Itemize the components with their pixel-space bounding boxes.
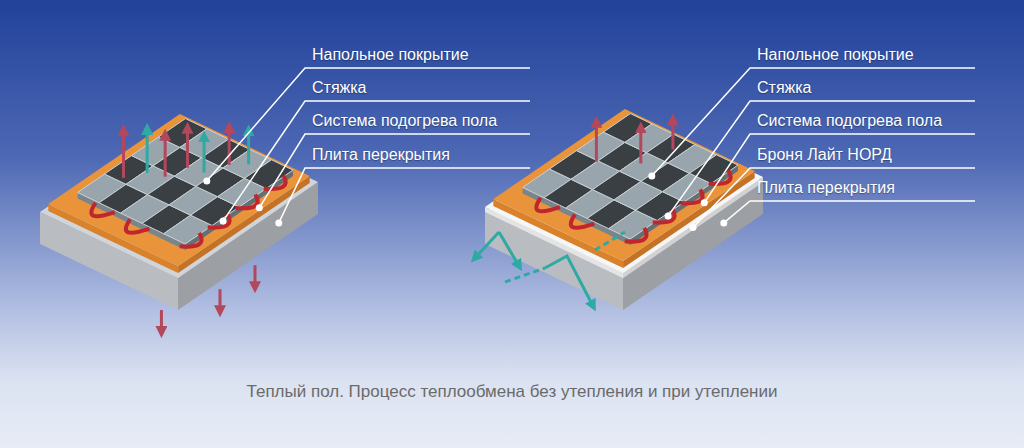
leader-dot <box>720 219 727 226</box>
leader-dot <box>220 218 227 225</box>
heat-flow-arrow <box>228 127 231 165</box>
heating-pipe <box>571 214 595 227</box>
leader-dot <box>690 224 697 231</box>
heat-flow-arrow <box>186 128 189 168</box>
leader-line <box>207 68 530 181</box>
leader-dot <box>648 173 655 180</box>
heat-flow-arrow <box>160 310 163 332</box>
layer-label: Напольное покрытие <box>757 45 914 65</box>
heat-flow-arrow <box>499 232 519 266</box>
heat-flow-arrow <box>203 136 206 172</box>
heat-flow-arrow <box>219 289 222 311</box>
leader-line <box>223 101 530 221</box>
heat-flow-arrow <box>247 130 250 164</box>
heating-pipe <box>625 228 647 242</box>
floor-slab <box>485 109 763 310</box>
heat-flow-arrow <box>595 122 598 162</box>
leader-line <box>279 168 530 223</box>
leader-dot <box>256 204 263 211</box>
leader-dot <box>203 178 210 185</box>
heat-flow-arrow <box>122 130 125 178</box>
leader-line <box>693 168 975 228</box>
heat-flow-arrow <box>146 129 149 173</box>
heating-pipe <box>126 219 150 232</box>
heat-flow-arrow <box>595 232 625 250</box>
heat-flow-arrow <box>639 127 642 163</box>
heat-flow-arrow <box>545 256 593 306</box>
heat-flow-arrow <box>475 232 499 258</box>
heating-pipe <box>681 190 703 204</box>
layer-label: Стяжка <box>312 78 367 98</box>
floor-covering <box>78 119 293 250</box>
leader-line <box>652 68 975 176</box>
layer-label: Стяжка <box>757 78 812 98</box>
leader-line <box>259 134 530 208</box>
heating-pipe <box>536 198 560 211</box>
heating-layer <box>493 109 754 268</box>
heating-layer <box>48 114 309 273</box>
leader-dot <box>701 199 708 206</box>
layer-label: Напольное покрытие <box>312 45 469 65</box>
layer-label: Плита перекрытия <box>312 145 450 165</box>
heating-pipe <box>180 233 202 247</box>
layer-label: Система подогрева пола <box>757 111 942 131</box>
floor-tile <box>690 155 739 184</box>
heating-pipe <box>91 203 115 216</box>
layer-label: Система подогрева пола <box>312 111 497 131</box>
floor-covering <box>523 114 738 245</box>
layer-label: Броня Лайт НОРД <box>757 145 892 165</box>
caption: Теплый пол. Процесс теплообмена без утеп… <box>0 381 1024 403</box>
leader-dot <box>275 219 282 226</box>
heat-flow-arrow <box>254 265 257 287</box>
leader-line <box>668 101 975 216</box>
leader-lines <box>203 68 975 231</box>
heat-flow-arrow <box>164 135 167 177</box>
heating-pipe <box>709 170 731 184</box>
layer-label: Плита перекрытия <box>757 178 895 198</box>
heat-flow-arrow <box>505 268 545 282</box>
heat-flow-arrow <box>671 120 674 150</box>
leader-dot <box>665 213 672 220</box>
leader-line <box>724 201 975 223</box>
